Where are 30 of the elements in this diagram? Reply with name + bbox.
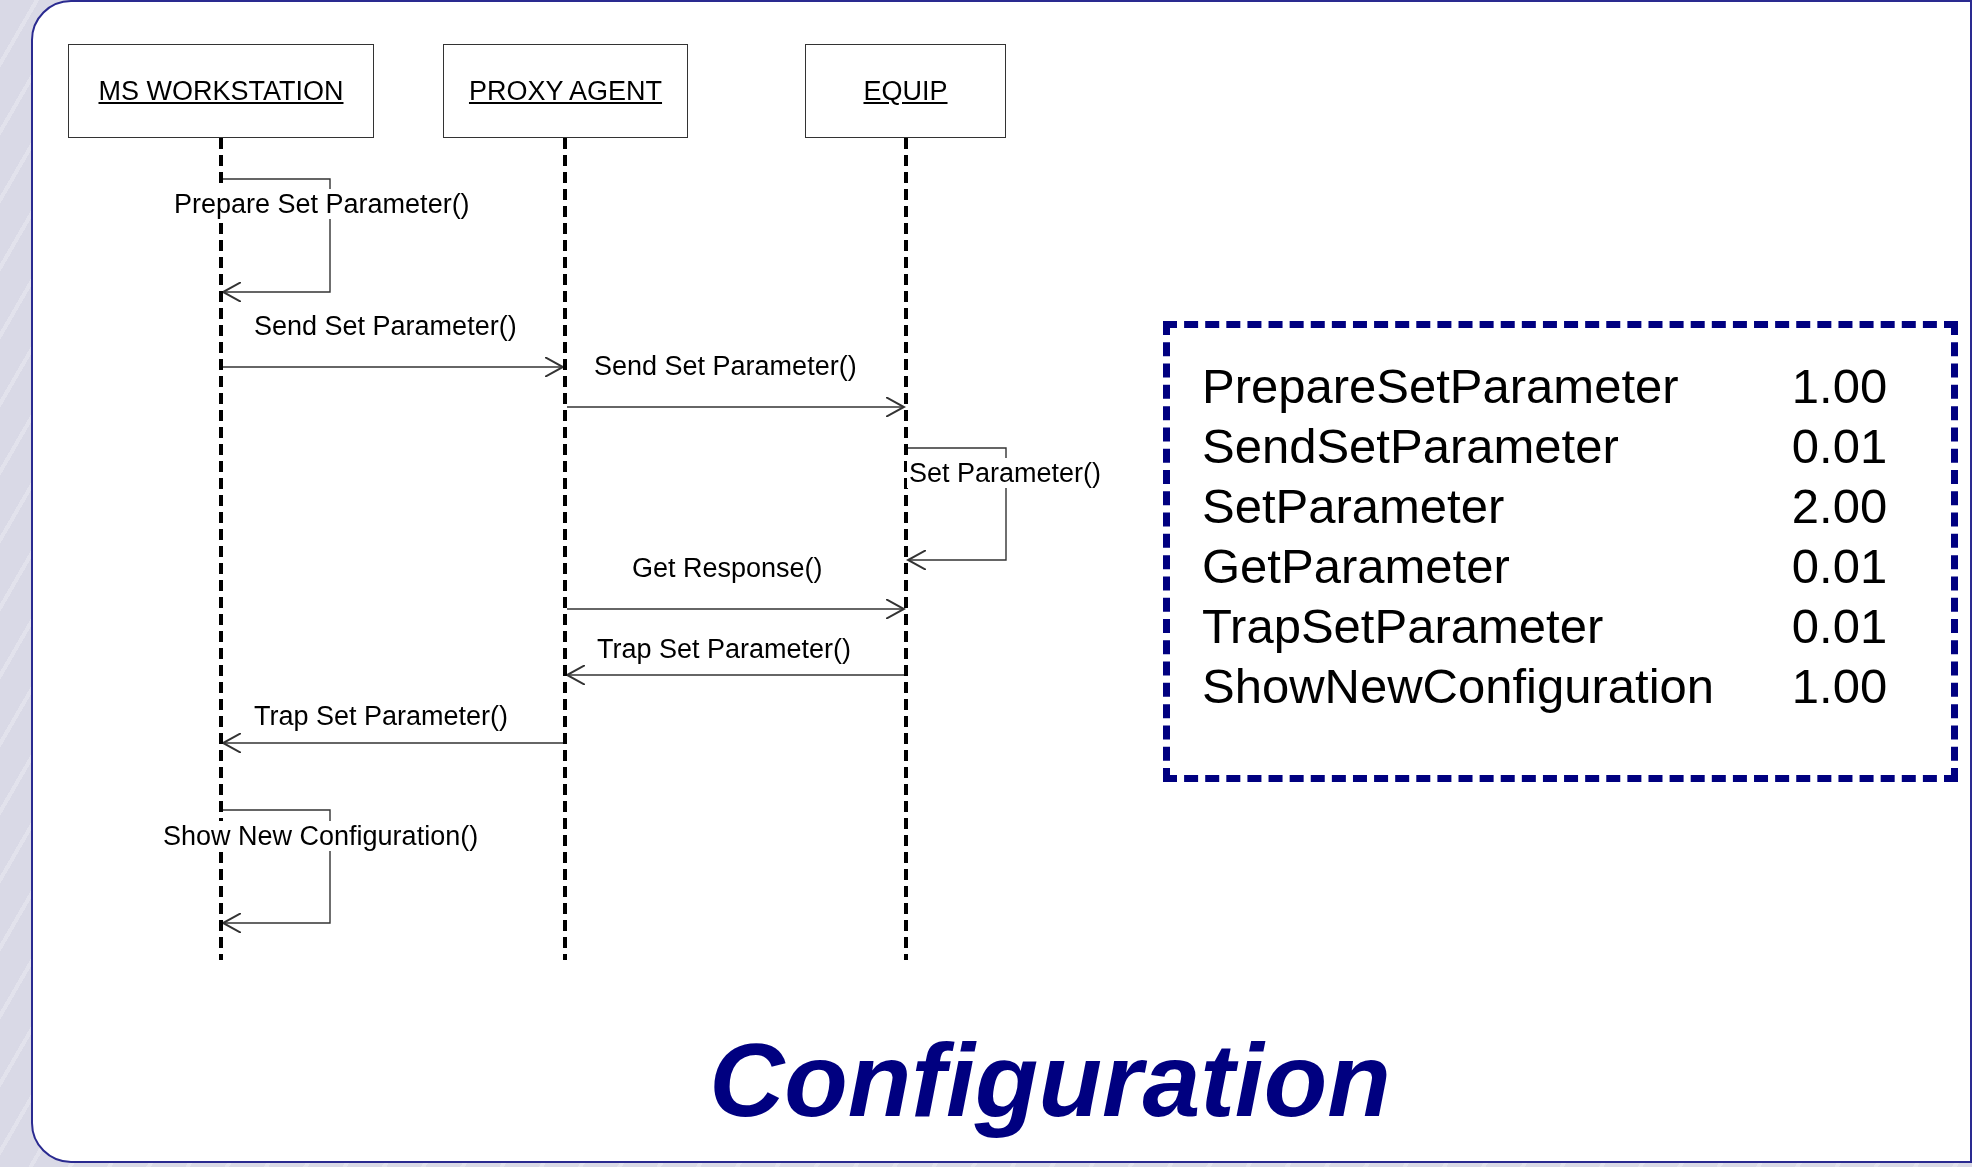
parameter-value: 0.01 — [1791, 418, 1889, 475]
object-box — [805, 44, 1006, 138]
message-arrow — [907, 447, 1007, 571]
message-arrow — [566, 396, 905, 418]
object-name: MS WORKSTATION — [98, 75, 344, 107]
message-arrow — [566, 664, 905, 686]
parameter-name: GetParameter — [1202, 538, 1511, 595]
parameter-name: PrepareSetParameter — [1202, 358, 1680, 415]
parameter-name: SendSetParameter — [1202, 418, 1620, 475]
message-arrow — [222, 732, 564, 754]
parameter-value: 0.01 — [1791, 538, 1889, 595]
object-name: EQUIP — [863, 75, 948, 107]
parameter-value: 0.01 — [1791, 598, 1889, 655]
message-arrow — [222, 809, 331, 934]
object-box — [443, 44, 688, 138]
message-arrow — [222, 178, 331, 303]
slide-title: Configuration — [709, 1022, 1391, 1138]
parameter-name: SetParameter — [1202, 478, 1506, 535]
parameter-name: ShowNewConfiguration — [1202, 658, 1716, 715]
parameter-value: 1.00 — [1791, 658, 1889, 715]
parameter-value: 2.00 — [1791, 478, 1889, 535]
lifeline — [904, 138, 908, 960]
parameter-value: 1.00 — [1791, 358, 1889, 415]
timing-table-frame — [1163, 321, 1958, 782]
parameter-name: TrapSetParameter — [1202, 598, 1605, 655]
lifeline — [563, 138, 567, 960]
object-name: PROXY AGENT — [468, 75, 663, 107]
message-arrow — [222, 356, 564, 378]
message-arrow — [566, 598, 905, 620]
object-box — [68, 44, 374, 138]
